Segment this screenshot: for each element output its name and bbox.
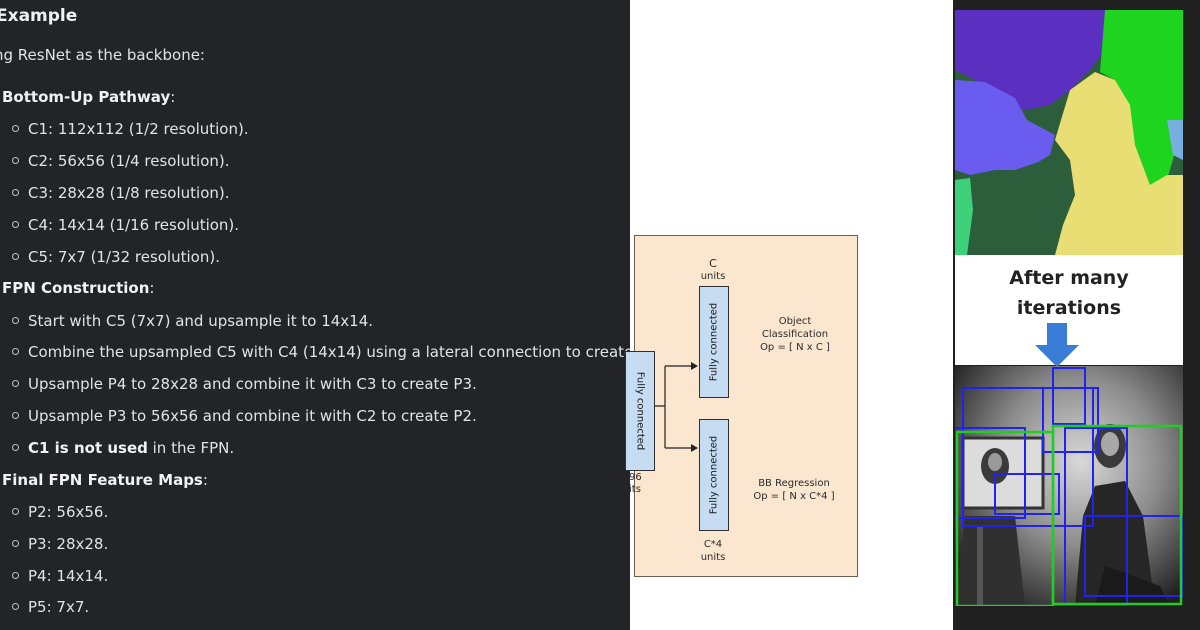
caption-line-1: After many [1009,267,1129,289]
fpn-head-diagram: Fully connected 96 its C units Fully con… [625,0,953,630]
caption-area: After many iterations [955,255,1183,367]
classification-label: Classification [761,329,829,340]
list-item: Upsample P3 to 56x56 and combine it with… [12,407,477,425]
list-item: C5: 7x7 (1/32 resolution). [12,248,220,266]
bullet-icon [12,253,19,260]
bullet-icon [12,317,19,324]
regression-fc-box: Fully connected [699,419,729,531]
classification-output: Op = [ N x C ] [760,342,830,353]
bullet-icon [12,444,19,451]
text-panel: Example ng ResNet as the backbone: Botto… [0,0,630,630]
bullet-icon [12,348,19,355]
left-units-word: its [629,484,641,495]
bullet-icon [12,603,19,610]
section-title-bottom-up: Bottom-Up Pathway: [2,88,176,106]
bullet-icon [12,572,19,579]
list-item: C4: 14x14 (1/16 resolution). [12,216,239,234]
bullet-icon [12,221,19,228]
bullet-icon [12,412,19,419]
segmentation-illustration: After many iterations [953,0,1200,630]
list-item: Start with C5 (7x7) and upsample it to 1… [12,312,373,330]
bullet-icon [12,380,19,387]
object-label: Object [778,316,812,327]
top-units-number: C [709,257,717,270]
list-item: P4: 14x14. [12,567,108,585]
left-units-number: 96 [629,472,642,483]
list-item: C1 is not used in the FPN. [12,439,234,457]
diagram-box: Fully connected 96 its C units Fully con… [625,235,858,577]
classification-fc-box: Fully connected [699,286,729,398]
section-title-final-maps: Final FPN Feature Maps: [2,471,208,489]
list-item: P2: 56x56. [12,503,108,521]
left-fc-box: Fully connected [625,351,655,471]
bb-regression-label: BB Regression [758,478,830,489]
list-item: C2: 56x56 (1/4 resolution). [12,152,230,170]
list-item: Combine the upsampled C5 with C4 (14x14)… [12,343,630,361]
bb-regression-output: Op = [ N x C*4 ] [753,491,835,502]
down-arrow-icon [1035,323,1079,367]
segmentation-map-image [955,10,1183,255]
bullet-icon [12,508,19,515]
diagram-connectors [648,362,698,452]
list-item: P5: 7x7. [12,598,89,616]
section-heading: Example [0,6,78,26]
caption-line-2: iterations [1016,297,1122,319]
section-title-fpn-construction: FPN Construction: [2,279,155,297]
list-item: C1: 112x112 (1/2 resolution). [12,120,249,138]
detection-result-photo [955,366,1183,606]
bullet-icon [12,189,19,196]
top-units-word: units [700,271,726,282]
intro-text: ng ResNet as the backbone: [0,46,205,64]
bottom-units-number: C*4 [703,539,723,550]
list-item: C3: 28x28 (1/8 resolution). [12,184,230,202]
bullet-icon [12,125,19,132]
list-item: P3: 28x28. [12,535,108,553]
bullet-icon [12,157,19,164]
list-item: Upsample P4 to 28x28 and combine it with… [12,375,477,393]
bullet-icon [12,540,19,547]
bottom-units-word: units [700,552,726,563]
